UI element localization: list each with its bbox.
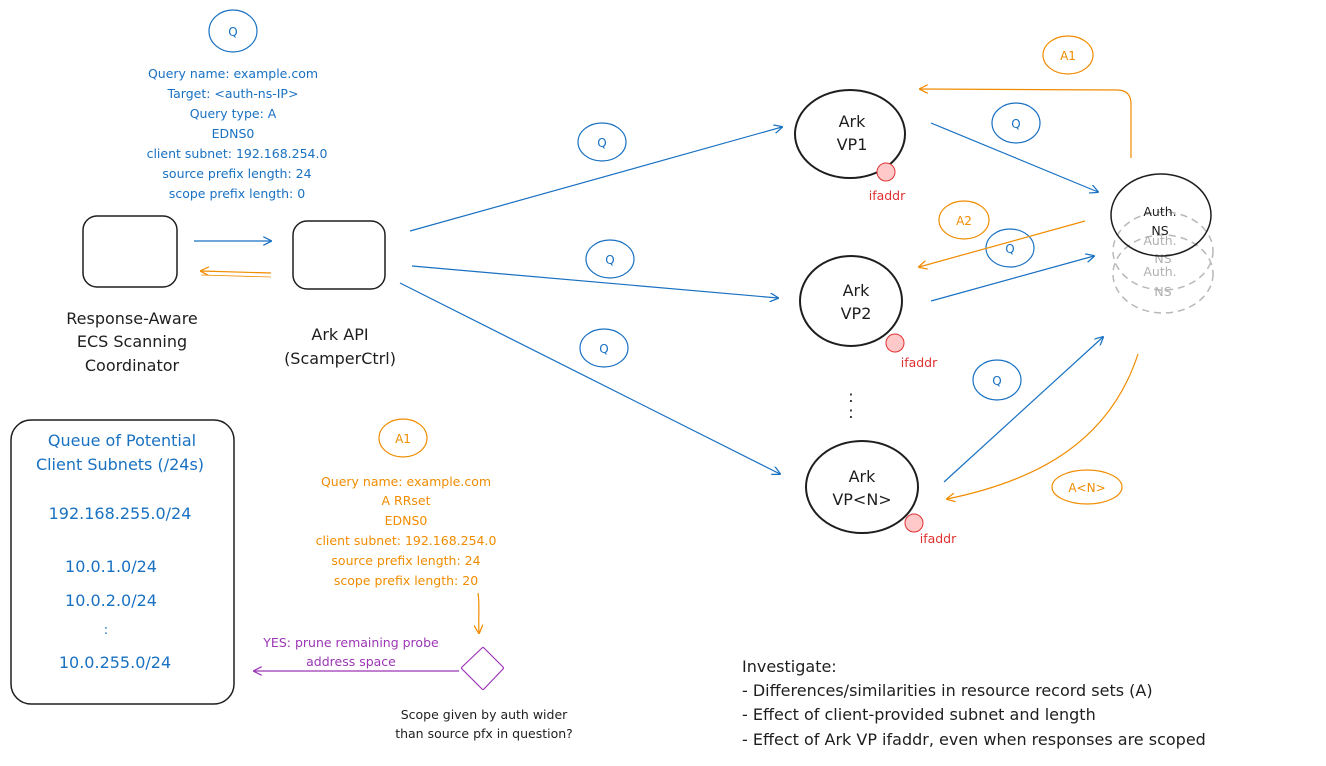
response-line: A RRset <box>382 493 431 508</box>
vpn-label: VP<N> <box>832 490 891 509</box>
decision-question: than source pfx in question? <box>395 726 573 741</box>
queue-panel: Queue of Potential Client Subnets (/24s)… <box>10 419 235 705</box>
coordinator-label: ECS Scanning <box>77 332 187 351</box>
response-line: EDNS0 <box>385 513 428 528</box>
vp2-ifaddr-label: ifaddr <box>901 355 938 370</box>
auth-ns-node: Auth. NS Auth. NS Auth. NS <box>1110 173 1214 314</box>
queue-ellipsis: : <box>104 623 108 638</box>
auth-ns-ghost-label: NS <box>1154 251 1171 266</box>
vp1-ifaddr-dot <box>876 162 896 182</box>
q-bubble-api-vp1: Q <box>577 122 627 162</box>
coordinator-label: Coordinator <box>85 356 180 375</box>
vp2-ifaddr-dot <box>885 333 905 353</box>
query-details: Query name: example.com Target: <auth-ns… <box>147 66 328 201</box>
query-line: Target: <auth-ns-IP> <box>167 86 299 101</box>
auth-to-vpn-answer-arrow <box>947 353 1139 499</box>
response-line: client subnet: 192.168.254.0 <box>316 533 497 548</box>
auth-ns-ghost-label: Auth. <box>1143 233 1176 248</box>
prune-label: address space <box>306 654 396 669</box>
ark-api-node: Ark API (ScamperCtrl) <box>284 220 396 368</box>
an-bubble: A<N> <box>1051 469 1123 505</box>
api-to-vp1-arrow <box>409 127 782 232</box>
queue-title: Queue of Potential <box>48 431 196 450</box>
q-bubble-vpn-auth: Q <box>972 359 1022 401</box>
api-to-vp2-arrow <box>411 265 778 298</box>
a2-bubble: A2 <box>938 200 990 240</box>
vp1-label: VP1 <box>837 135 868 154</box>
q-label: Q <box>599 342 608 356</box>
query-line: source prefix length: 24 <box>162 166 311 181</box>
auth-ns-ghost-label: Auth. <box>1143 264 1176 279</box>
a2-label: A2 <box>956 214 972 228</box>
coordinator-label: Response-Aware <box>66 309 198 328</box>
auth-ns-label: Auth. <box>1143 204 1176 219</box>
vp2-node: Ark VP2 ifaddr <box>799 255 938 370</box>
query-line: EDNS0 <box>212 126 255 141</box>
auth-to-vp1-answer-arrow <box>920 89 1132 158</box>
vp1-label: Ark <box>839 112 867 131</box>
vp-ellipsis: : <box>848 387 853 406</box>
api-to-coordinator-arrow <box>201 271 272 273</box>
q-label: Q <box>992 374 1001 388</box>
response-line: scope prefix length: 20 <box>334 573 478 588</box>
vp1-node: Ark VP1 ifaddr <box>794 89 906 203</box>
q-bubble-vp1-auth: Q <box>991 102 1041 144</box>
investigate-title: Investigate: <box>742 657 837 676</box>
queue-title: Client Subnets (/24s) <box>36 455 204 474</box>
query-line: scope prefix length: 0 <box>169 186 305 201</box>
vp1-ifaddr-label: ifaddr <box>869 188 906 203</box>
response-line: source prefix length: 24 <box>331 553 480 568</box>
investigate-notes: Investigate: - Differences/similarities … <box>742 657 1206 749</box>
vpn-to-auth-arrow <box>943 337 1103 483</box>
queue-item: 10.0.2.0/24 <box>65 591 157 610</box>
q-bubble-api-vp2: Q <box>585 239 635 279</box>
query-line: Query name: example.com <box>148 66 318 81</box>
decision-question: Scope given by auth wider <box>401 707 568 722</box>
queue-item: 10.0.1.0/24 <box>65 557 157 576</box>
response-line: Query name: example.com <box>321 474 491 489</box>
ark-api-label: Ark API <box>311 325 368 344</box>
vp2-label: Ark <box>843 281 871 300</box>
vp2-to-auth-arrow <box>930 256 1094 302</box>
q-label: Q <box>597 136 606 150</box>
query-line: Query type: A <box>190 106 277 121</box>
vpn-ifaddr-dot <box>904 513 924 533</box>
query-bubble-label: Q <box>228 25 237 39</box>
coordinator-node: Response-Aware ECS Scanning Coordinator <box>66 215 198 375</box>
a1-label: A1 <box>395 432 411 446</box>
queue-item: 10.0.255.0/24 <box>59 653 171 672</box>
auth-ns-label: NS <box>1151 223 1168 238</box>
query-line: client subnet: 192.168.254.0 <box>147 146 328 161</box>
q-label: Q <box>1011 117 1020 131</box>
api-to-vpn-arrow <box>399 282 780 474</box>
response-to-decision-arrow <box>478 592 479 633</box>
investigate-item: - Differences/similarities in resource r… <box>742 681 1153 700</box>
investigate-item: - Effect of client-provided subnet and l… <box>742 705 1096 724</box>
prune-label: YES: prune remaining probe <box>262 635 439 650</box>
q-label: Q <box>605 253 614 267</box>
vpn-ifaddr-label: ifaddr <box>920 531 957 546</box>
auth-to-vp2-answer-arrow <box>919 220 1086 267</box>
ark-api-label: (ScamperCtrl) <box>284 349 396 368</box>
response-details: Query name: example.com A RRset EDNS0 cl… <box>316 474 497 588</box>
queue-item: 192.168.255.0/24 <box>49 504 192 523</box>
a1-bubble-response: A1 <box>378 418 428 458</box>
an-label: A<N> <box>1068 481 1105 495</box>
investigate-item: - Effect of Ark VP ifaddr, even when res… <box>742 730 1206 749</box>
vp1-to-auth-arrow <box>930 122 1098 192</box>
q-bubble-vp2-auth: Q <box>985 228 1035 268</box>
auth-ns-ghost-label: NS <box>1154 284 1171 299</box>
vp-ellipsis: : <box>848 403 853 422</box>
a1-bubble-top: A1 <box>1042 35 1094 75</box>
vpn-node: Ark VP<N> ifaddr <box>805 440 957 546</box>
q-bubble-api-vpn: Q <box>579 328 629 368</box>
query-bubble: Q <box>208 9 258 53</box>
a1-label: A1 <box>1060 49 1076 63</box>
q-label: Q <box>1005 242 1014 256</box>
decision-node: Scope given by auth wider than source pf… <box>395 646 573 741</box>
api-to-coordinator-arrow-echo <box>200 274 272 278</box>
vp2-label: VP2 <box>841 304 872 323</box>
vpn-label: Ark <box>849 467 877 486</box>
